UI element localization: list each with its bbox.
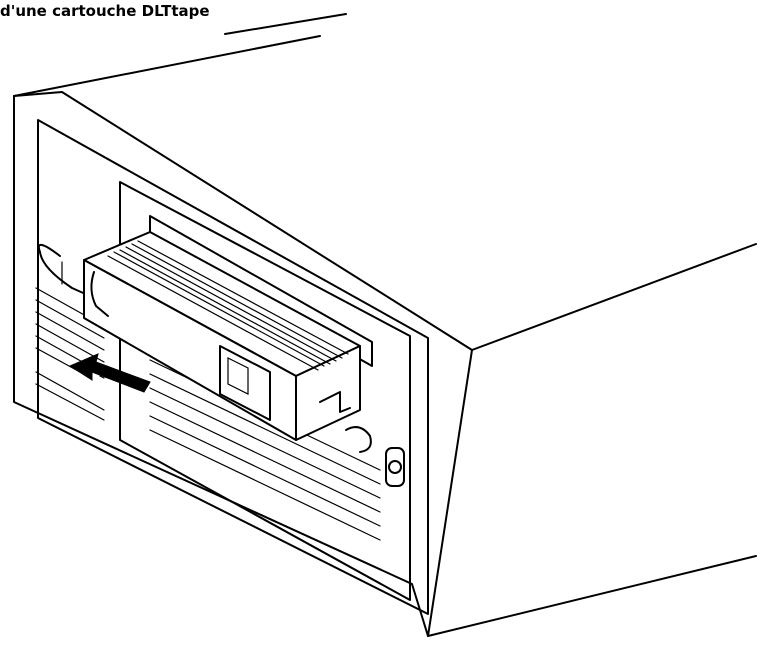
cartridge-label-notch	[90, 271, 109, 317]
figure-caption: d'une cartouche DLTtape	[0, 2, 210, 20]
caption-leader-line	[224, 13, 347, 35]
cartridge-write-protect	[219, 345, 271, 421]
drive-side-face	[427, 555, 757, 637]
cartridge-ribs	[107, 240, 349, 371]
front-bezel	[119, 181, 411, 601]
cartridge-tab	[319, 391, 351, 413]
left-grip	[38, 244, 91, 297]
drive-top-edge	[13, 35, 321, 97]
drive-top-back	[13, 91, 757, 351]
eject-arrow	[68, 353, 151, 393]
drive-front-face	[13, 95, 473, 637]
power-button	[385, 447, 405, 487]
dlt-cartridge	[83, 231, 361, 441]
right-grip	[345, 426, 372, 453]
drive-front-inner	[37, 119, 429, 615]
